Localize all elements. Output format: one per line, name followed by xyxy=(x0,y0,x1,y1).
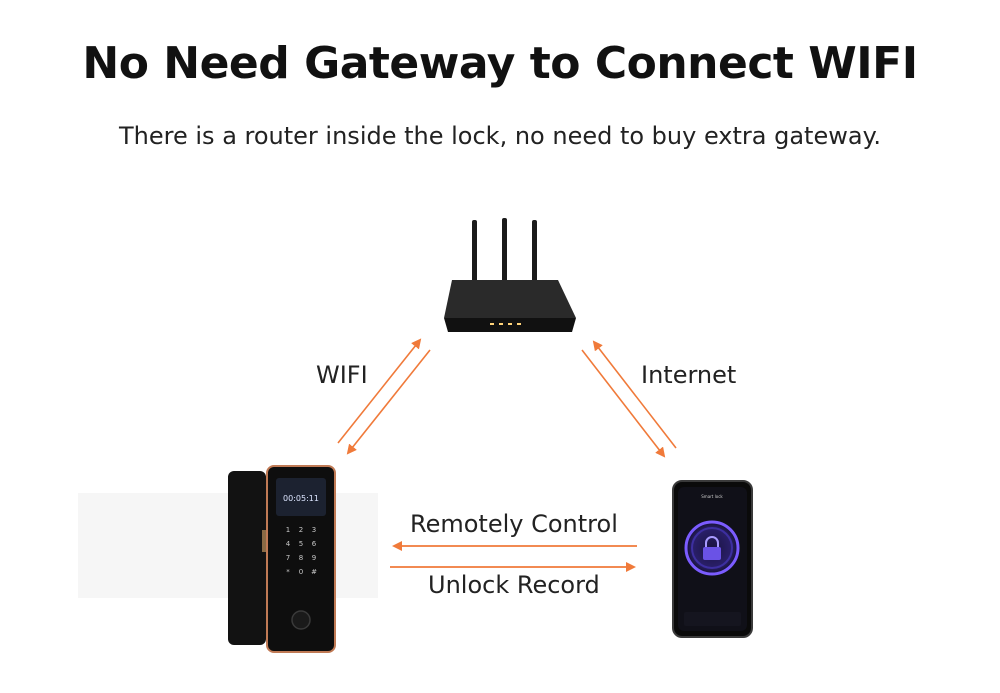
wifi-arrow-down xyxy=(346,349,431,455)
internet-label: Internet xyxy=(641,361,737,389)
lock-time: 00:05:11 xyxy=(283,494,319,503)
keypad-key: 4 xyxy=(286,540,291,548)
keypad-key: 1 xyxy=(286,526,290,534)
keypad-key: 7 xyxy=(286,554,290,562)
wifi-arrow-up xyxy=(337,338,422,444)
keypad-key: 6 xyxy=(312,540,317,548)
wifi-label: WIFI xyxy=(316,361,368,389)
keypad-key: 3 xyxy=(312,526,316,534)
keypad-key: # xyxy=(311,568,317,576)
keypad-key: * xyxy=(286,568,290,576)
keypad-key: 0 xyxy=(299,568,303,576)
remote-control-label: Remotely Control xyxy=(410,510,618,538)
smartphone-icon: Smart lock xyxy=(672,480,753,638)
internet-arrow-up xyxy=(592,340,677,449)
page-subtitle: There is a router inside the lock, no ne… xyxy=(119,122,881,150)
fingerprint-icon xyxy=(291,610,311,630)
router-icon xyxy=(444,218,576,332)
page-title: No Need Gateway to Connect WIFI xyxy=(82,38,918,89)
keypad-key: 5 xyxy=(299,540,303,548)
internet-arrow-down xyxy=(581,349,666,458)
padlock-icon xyxy=(703,536,721,560)
keypad-key: 9 xyxy=(312,554,316,562)
keypad-key: 2 xyxy=(299,526,303,534)
phone-app-title: Smart lock xyxy=(701,494,723,499)
unlock-record-label: Unlock Record xyxy=(428,571,600,599)
keypad-key: 8 xyxy=(299,554,303,562)
